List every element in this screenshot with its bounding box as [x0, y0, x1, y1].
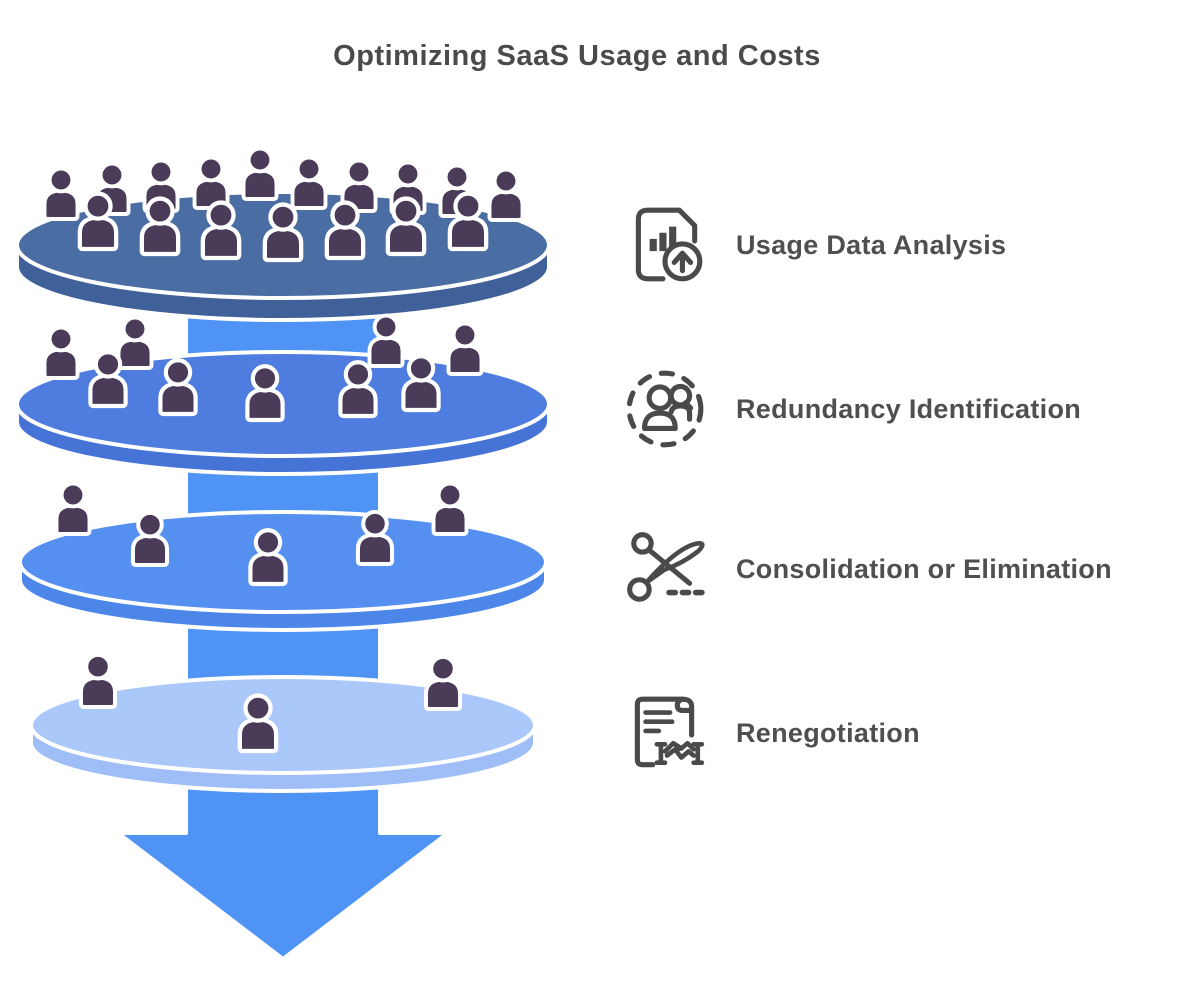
page-title: Optimizing SaaS Usage and Costs	[333, 40, 821, 72]
step-label: Renegotiation	[736, 717, 920, 748]
person-icon	[240, 696, 276, 751]
person-icon	[192, 155, 230, 210]
person-icon	[340, 362, 375, 416]
person-icon	[388, 199, 424, 254]
person-icon	[487, 167, 525, 222]
person-icon	[358, 512, 392, 564]
person-icon	[81, 655, 115, 707]
steps-list: Usage Data Analysis Redundancy Identific…	[622, 0, 1182, 1000]
person-icon	[250, 530, 285, 584]
person-icon	[241, 146, 279, 201]
person-icon	[290, 155, 328, 210]
funnel-diagram	[15, 146, 551, 961]
person-icon	[367, 313, 405, 368]
step-usage-data-analysis: Usage Data Analysis	[622, 202, 1006, 288]
step-redundancy-identification: Redundancy Identification	[622, 366, 1081, 452]
person-icon	[133, 513, 167, 565]
step-label: Usage Data Analysis	[736, 229, 1007, 260]
document-bar-chart-upload-icon	[622, 202, 708, 288]
person-icon	[54, 481, 92, 536]
contract-handshake-icon	[622, 690, 708, 776]
step-consolidation-or-elimination: Consolidation or Elimination	[622, 526, 1112, 612]
person-icon	[265, 205, 301, 260]
person-icon	[450, 194, 486, 249]
scissors-cut-icon	[622, 526, 709, 612]
person-icon	[403, 356, 438, 410]
person-icon	[142, 199, 178, 254]
person-icon	[426, 657, 460, 709]
person-icon	[160, 360, 195, 414]
person-icon	[90, 352, 125, 406]
person-icon	[327, 203, 363, 258]
person-icon	[446, 321, 484, 376]
person-icon	[203, 203, 239, 258]
person-icon	[42, 166, 80, 221]
funnel-level-1	[15, 146, 551, 322]
step-label: Consolidation or Elimination	[736, 553, 1112, 584]
duplicate-users-icon	[622, 366, 708, 452]
step-label: Redundancy Identification	[736, 393, 1082, 424]
funnel-level-2	[15, 313, 551, 476]
person-icon	[431, 481, 469, 536]
person-icon	[42, 325, 80, 380]
person-icon	[247, 366, 282, 420]
person-icon	[80, 194, 116, 249]
step-renegotiation: Renegotiation	[622, 690, 920, 776]
person-icon	[116, 315, 154, 370]
people-group-level-1	[42, 146, 525, 260]
funnel-level-4	[29, 655, 537, 793]
funnel-level-3	[18, 481, 548, 632]
